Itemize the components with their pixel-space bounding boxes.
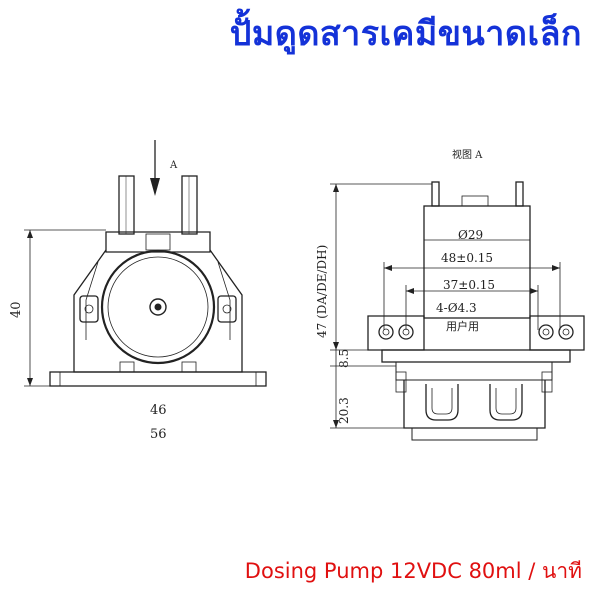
base-plate [49, 371, 267, 387]
mount-hole-3 [538, 324, 554, 340]
mount-flange-right [529, 315, 585, 351]
width-inner-label: 46 [150, 403, 167, 418]
side-view: 视图 A Ø29 48±0.15 37±0.15 4-Ø4.3 用户用 [315, 148, 585, 441]
clip-right [217, 295, 237, 323]
side-vertical-dimensions [330, 183, 432, 429]
hole-label: 4-Ø4.3 [436, 301, 477, 315]
height-label: 40 [9, 301, 24, 318]
page-title: ปั้มดูดสารเคมีขนาดเล็ก [229, 14, 582, 54]
mount-hole-1 [378, 324, 394, 340]
pump-base-plate [381, 349, 571, 363]
tube-loop-right [489, 384, 523, 421]
tube-loop-left [425, 384, 459, 421]
pump-head-lower [403, 380, 546, 429]
rotor-housing [100, 249, 216, 365]
view-label: 视图 A [452, 148, 483, 161]
terminal-left [431, 181, 440, 207]
product-caption: Dosing Pump 12VDC 80ml / นาที [244, 559, 582, 583]
mount-flange-left [367, 315, 425, 351]
rotor-shaft [149, 298, 167, 316]
terminal-right [515, 181, 524, 207]
tube-right [181, 175, 198, 235]
dia-label: Ø29 [458, 228, 483, 242]
note-label: 用户用 [446, 319, 479, 333]
arrow-label: A [169, 160, 178, 171]
pump-body-outline [73, 249, 243, 373]
view-arrow-head [150, 178, 160, 196]
dim2-label: 37±0.15 [443, 278, 495, 292]
width-outer-label: 56 [150, 427, 167, 442]
mount-hole-2 [398, 324, 414, 340]
pump-head-top [105, 231, 211, 253]
motor-body [423, 205, 531, 319]
side-height-label: 47 (DA/DE/DH) [315, 245, 329, 338]
dim-v1-label: 8.5 [337, 349, 351, 368]
front-view: A [9, 140, 267, 442]
clip-left [79, 295, 99, 323]
dim1-label: 48±0.15 [441, 251, 493, 265]
dim-v2-label: 20.3 [337, 397, 351, 424]
mount-hole-4 [558, 324, 574, 340]
height-dimension [24, 229, 106, 387]
tube-left [118, 175, 135, 235]
